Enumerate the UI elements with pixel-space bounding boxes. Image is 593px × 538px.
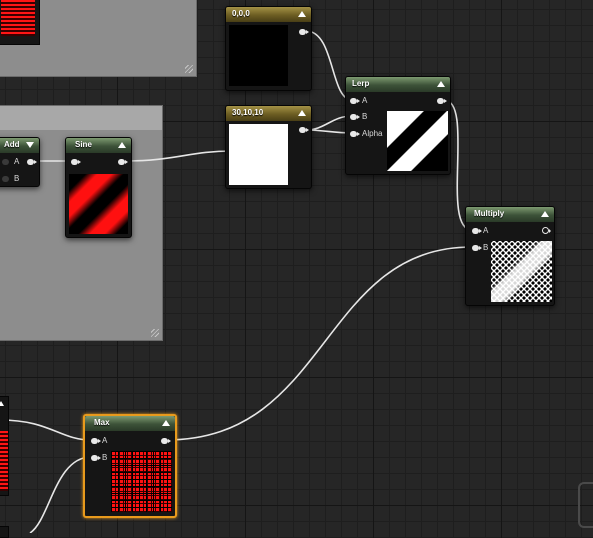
pin-label-a: A (14, 157, 20, 166)
node-header[interactable]: Add (0, 138, 39, 153)
node-constant-white[interactable]: 30,10,10 (225, 105, 312, 189)
node-lerp[interactable]: Lerp A B Alpha (345, 76, 451, 175)
input-pin-b[interactable] (91, 455, 101, 461)
pin-label-a: A (102, 436, 108, 445)
collapse-arrow-icon[interactable] (298, 11, 306, 17)
node-title: Sine (75, 140, 92, 149)
node-preview-max (111, 451, 172, 512)
partial-node-top-left[interactable] (0, 0, 40, 45)
collapse-arrow-icon[interactable] (437, 81, 445, 87)
node-header[interactable]: 30,10,10 (226, 106, 311, 121)
partial-node-preview (0, 431, 8, 491)
wire-left-to-max-a (0, 419, 92, 441)
node-title: Max (94, 418, 110, 427)
node-preview-white (229, 124, 288, 185)
node-preview-black (229, 25, 288, 86)
node-sine[interactable]: Sine (65, 137, 132, 238)
wire-max-to-multiply-b (165, 246, 473, 441)
node-preview-lerp (387, 111, 448, 171)
input-pin[interactable] (71, 159, 81, 165)
input-pin-b[interactable] (350, 114, 360, 120)
node-constant-black[interactable]: 0,0,0 (225, 6, 312, 91)
node-add[interactable]: Add A B (0, 137, 40, 187)
input-pin-b[interactable] (2, 176, 9, 182)
pin-label-b: B (14, 174, 20, 183)
comment-resize-grip[interactable] (151, 329, 159, 337)
node-preview-sine (69, 174, 128, 234)
collapse-arrow-icon[interactable] (298, 110, 306, 116)
pin-label-b: B (483, 243, 489, 252)
node-max[interactable]: Max A B (83, 414, 177, 518)
partial-node-preview (1, 0, 35, 36)
comment-box-title-bar[interactable] (0, 106, 162, 130)
node-title: 0,0,0 (232, 9, 250, 18)
input-pin-a[interactable] (472, 228, 482, 234)
pin-label-b: B (362, 112, 368, 121)
input-pin-a[interactable] (2, 159, 9, 165)
node-header[interactable]: Lerp (346, 77, 450, 92)
node-header[interactable]: 0,0,0 (226, 7, 311, 22)
output-pin-ring[interactable] (542, 227, 551, 234)
partial-node-bottom-left[interactable] (0, 526, 9, 538)
input-pin-alpha[interactable] (350, 131, 360, 137)
partial-ui-right-edge[interactable] (578, 482, 593, 528)
pin-label-a: A (362, 96, 368, 105)
pin-label-a: A (483, 226, 489, 235)
node-header[interactable]: Sine (66, 138, 131, 153)
collapse-arrow-icon[interactable] (0, 401, 4, 406)
node-multiply[interactable]: Multiply A B (465, 206, 555, 306)
collapse-arrow-icon[interactable] (118, 142, 126, 148)
wire-left-to-max-b (29, 456, 92, 533)
collapse-arrow-icon[interactable] (541, 211, 549, 217)
pin-label-alpha: Alpha (362, 129, 383, 138)
collapse-arrow-icon[interactable] (162, 420, 170, 426)
pin-label-b: B (102, 453, 108, 462)
node-header[interactable]: Max (85, 416, 175, 431)
output-pin[interactable] (299, 29, 309, 35)
output-pin[interactable] (118, 159, 128, 165)
output-pin[interactable] (299, 127, 309, 133)
comment-resize-grip[interactable] (185, 65, 193, 73)
node-title: Add (4, 140, 20, 149)
partial-node-left[interactable] (0, 396, 9, 496)
input-pin-a[interactable] (91, 438, 101, 444)
node-preview-multiply (491, 241, 552, 302)
node-title: Lerp (352, 79, 370, 88)
input-pin-a[interactable] (350, 98, 360, 104)
node-header[interactable]: Multiply (466, 207, 554, 222)
node-title: Multiply (474, 209, 505, 218)
node-title: 30,10,10 (232, 108, 264, 117)
expand-arrow-icon[interactable] (26, 142, 34, 148)
input-pin-b[interactable] (472, 245, 482, 251)
output-pin[interactable] (161, 438, 171, 444)
output-pin[interactable] (437, 98, 447, 104)
output-pin[interactable] (27, 159, 37, 165)
